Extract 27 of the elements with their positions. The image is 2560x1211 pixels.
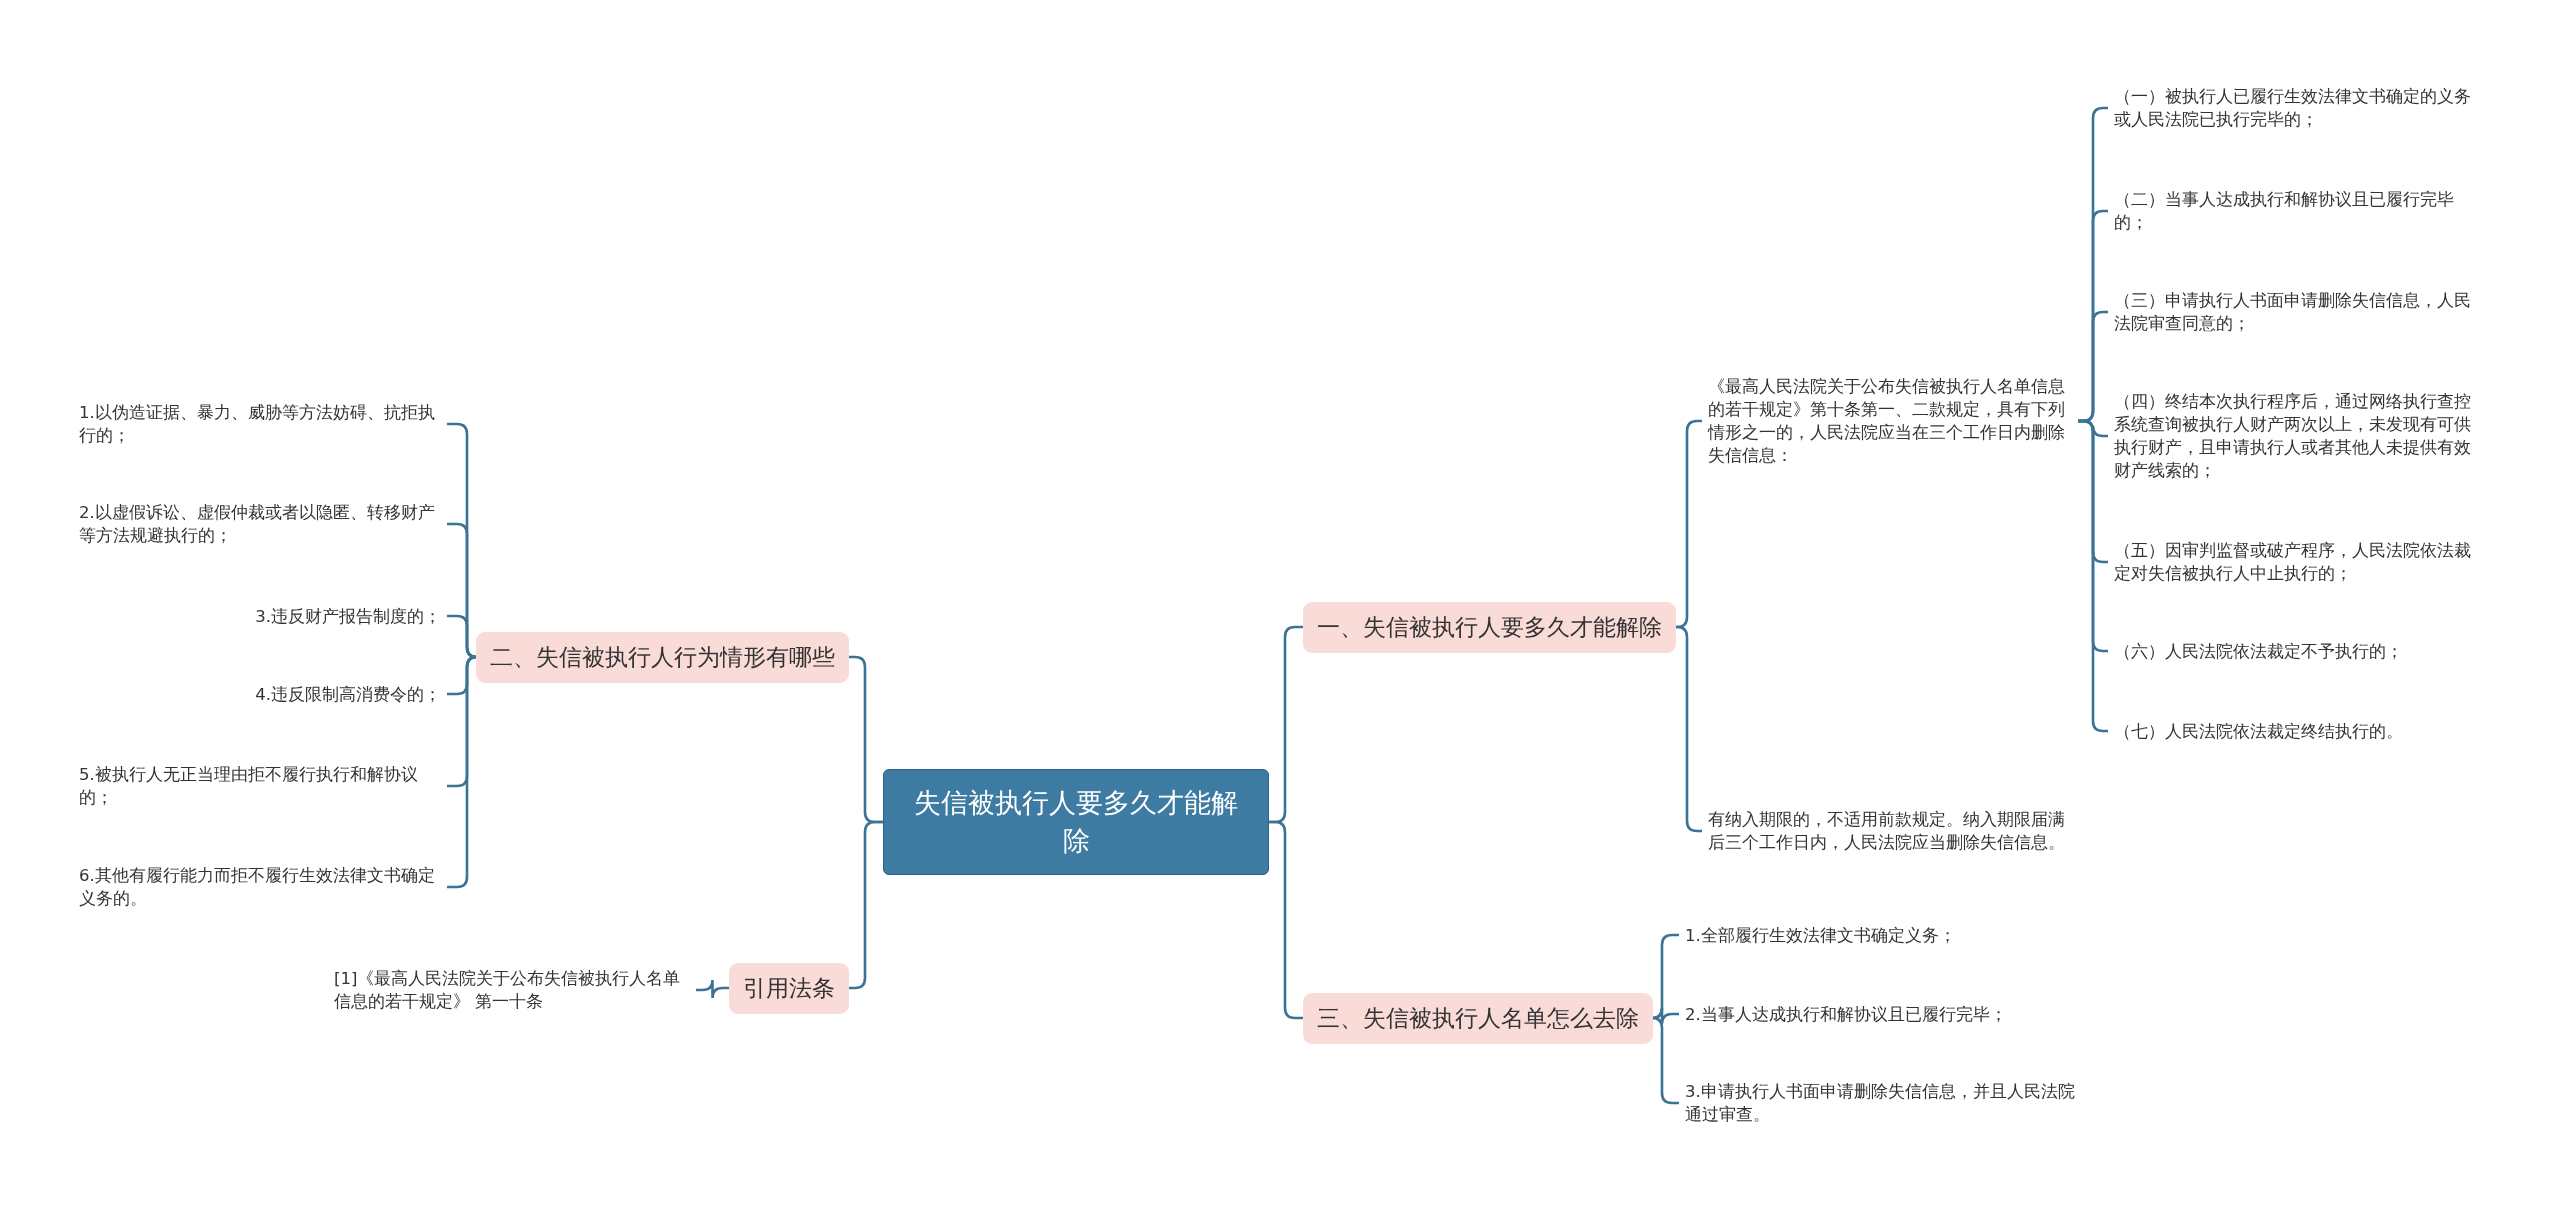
branch-text: 3.申请执行人书面申请删除失信信息，并且人民法院通过审查。 [1685,1080,2075,1126]
branch-text: [1]《最高人民法院关于公布失信被执行人名单信息的若干规定》 第一十条 [334,967,690,1013]
branch-topic: 引用法条 [729,962,849,1014]
branch-text: 1.全部履行生效法律文书确定义务； [1685,923,1956,947]
branch-text: 5.被执行人无正当理由拒不履行执行和解协议的； [79,763,441,809]
connector-line [1269,820,1303,1020]
branch-text: 有纳入期限的，不适用前款规定。纳入期限届满后三个工作日内，人民法院应当删除失信信息。 [1708,808,2078,854]
branch-topic: 一、失信被执行人要多久才能解除 [1303,601,1676,653]
central-topic: 失信被执行人要多久才能解除 [883,769,1269,875]
branch-text: （三）申请执行人书面申请删除失信信息，人民法院审查同意的； [2114,289,2486,335]
branch-text: （一）被执行人已履行生效法律文书确定的义务或人民法院已执行完毕的； [2114,85,2486,131]
branch-topic: 三、失信被执行人名单怎么去除 [1303,992,1653,1044]
branch-text: 6.其他有履行能力而拒不履行生效法律文书确定义务的。 [79,864,441,910]
connector-line [849,820,883,990]
branch-text: （五）因审判监督或破产程序，人民法院依法裁定对失信被执行人中止执行的； [2114,539,2486,585]
branch-text: 3.违反财产报告制度的； [255,604,441,628]
branch-text: （二）当事人达成执行和解协议且已履行完毕的； [2114,188,2486,234]
branch-text: 《最高人民法院关于公布失信被执行人名单信息的若干规定》第十条第一、二款规定，具有下列情形之一的，人民法院应当在三个工作日内删除失信信息： [1708,375,2078,467]
connector-line [696,978,729,1000]
branch-text: （七）人民法院依法裁定终结执行的。 [2114,719,2403,743]
branch-text: 1.以伪造证据、暴力、威胁等方法妨碍、抗拒执行的； [79,401,441,447]
branch-text: （六）人民法院依法裁定不予执行的； [2114,639,2403,663]
branch-text: （四）终结本次执行程序后，通过网络执行查控系统查询被执行人财产两次以上，未发现有可供执行财产，且申请执行人或者其他人未提供有效财产线索的； [2114,390,2486,482]
branch-text: 2.以虚假诉讼、虚假仲裁或者以隐匿、转移财产等方法规避执行的； [79,501,441,547]
branch-text: 2.当事人达成执行和解协议且已履行完毕； [1685,1002,2007,1026]
branch-topic: 二、失信被执行人行为情形有哪些 [476,631,849,683]
branch-text: 4.违反限制高消费令的； [255,682,441,706]
